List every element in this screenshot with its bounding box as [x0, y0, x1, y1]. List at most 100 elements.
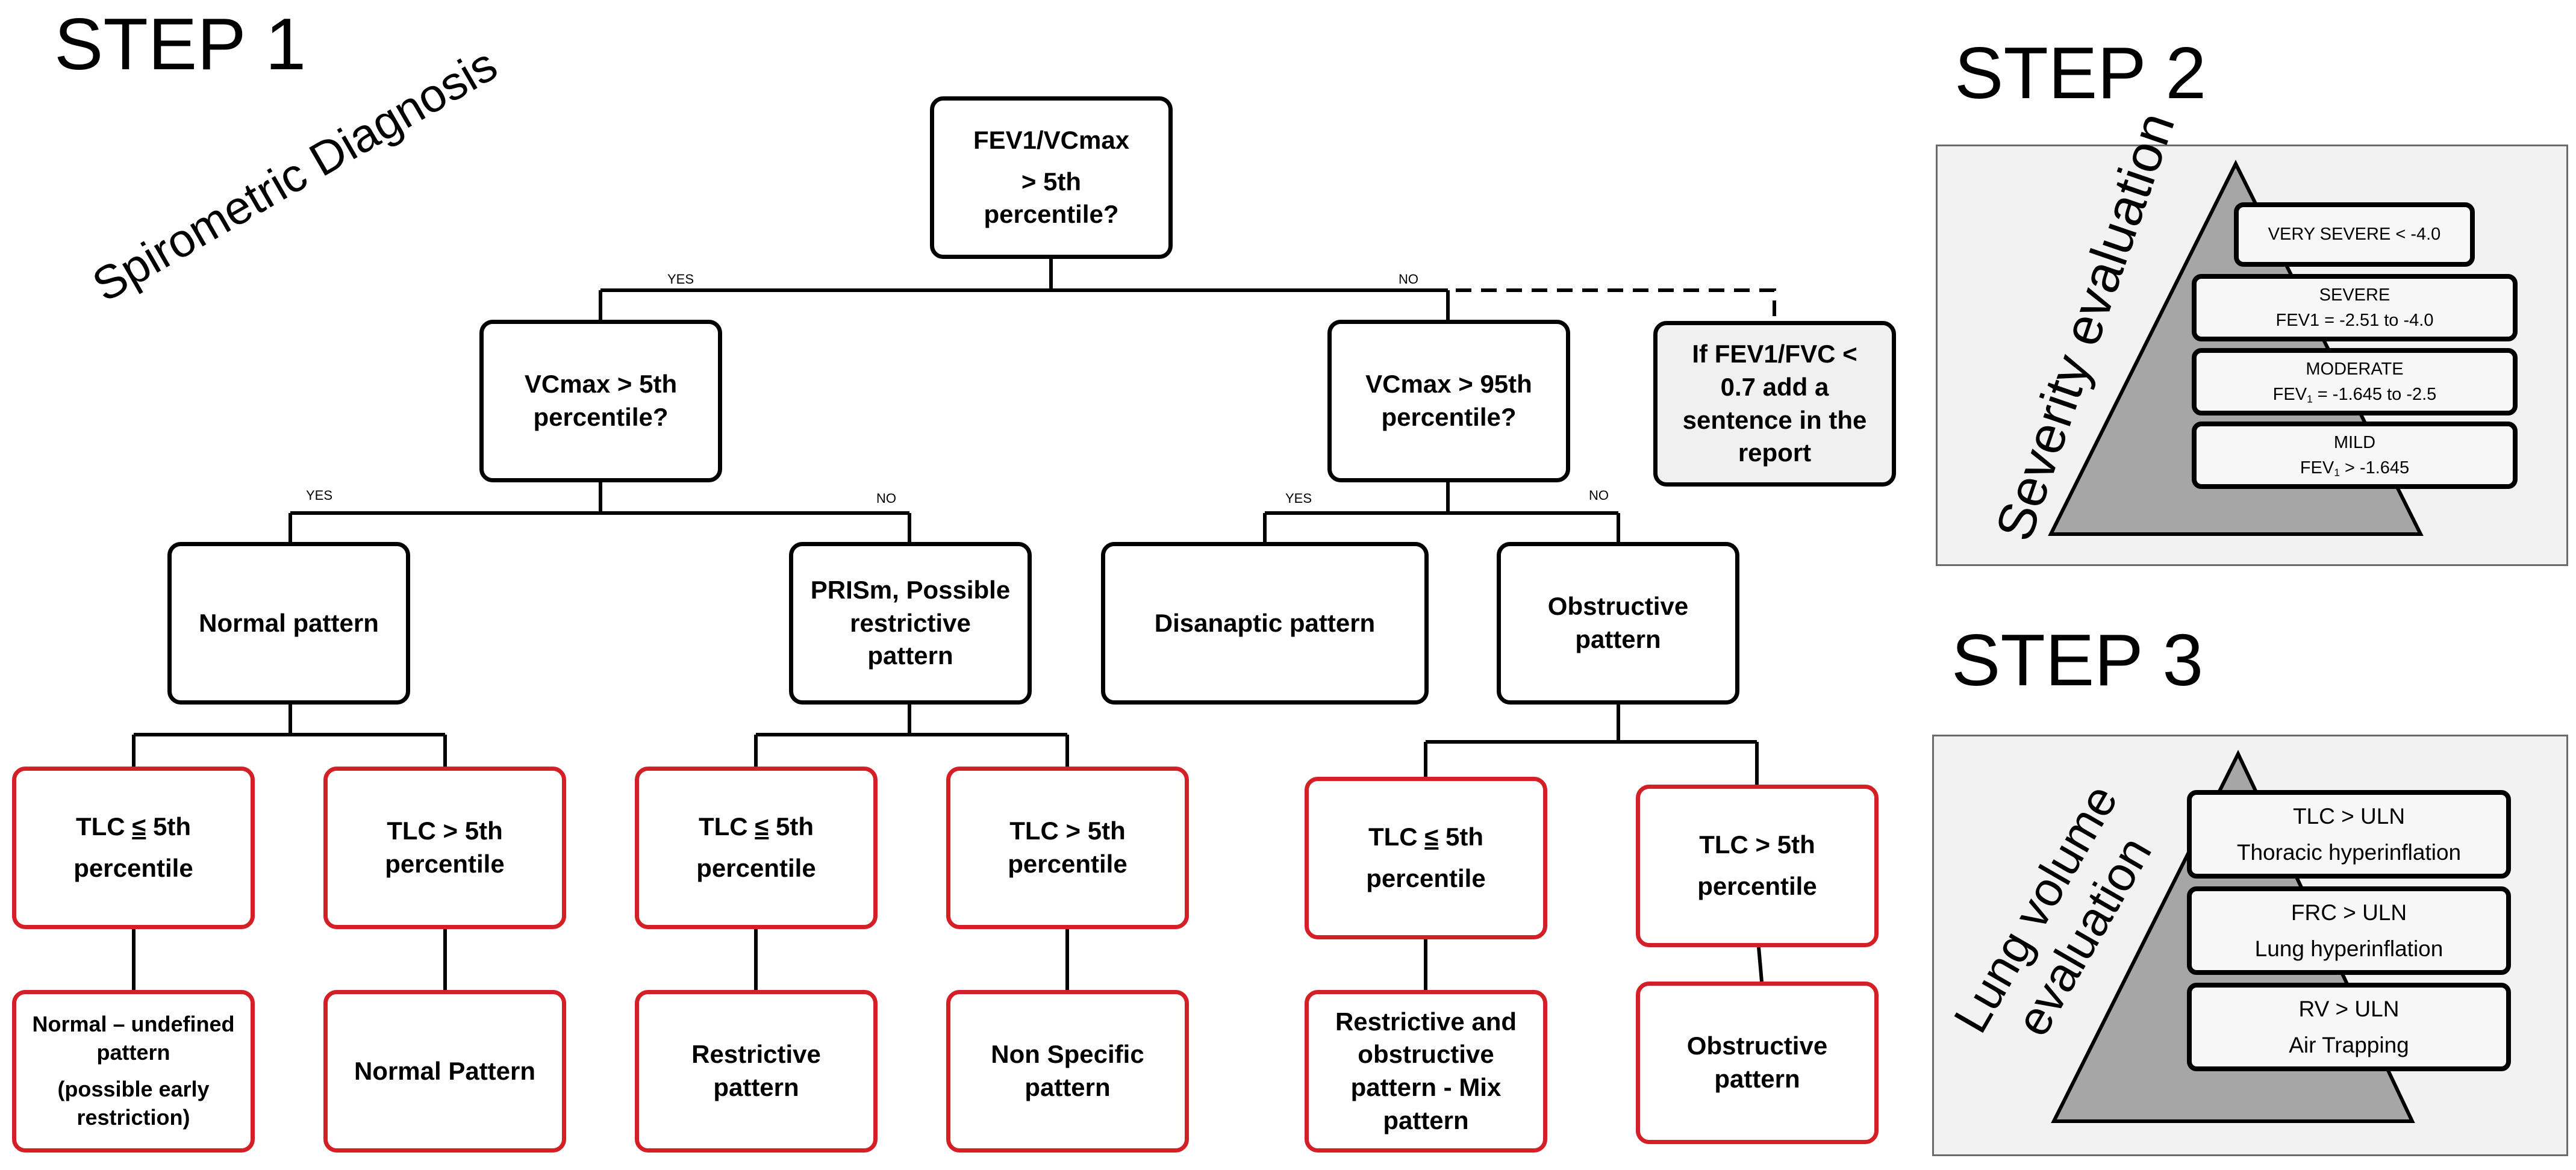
tlc-gt-line2: percentile: [1697, 872, 1817, 900]
severity-level-range: FEV1 > -1.645: [2300, 455, 2409, 481]
vc95-line1: VCmax > 95th: [1365, 370, 1532, 399]
tlc-gt-line1: TLC > 5th: [1699, 830, 1815, 859]
vc5-line2: percentile?: [533, 403, 669, 431]
disanaptic-label: Disanaptic pattern: [1154, 608, 1376, 637]
tlc-gt-line2: percentile: [1008, 850, 1127, 878]
severity-level-name: SEVERE: [2319, 285, 2390, 305]
prism-line3: pattern: [867, 641, 953, 670]
obstructive-outcome-box: Obstructive pattern: [1636, 982, 1879, 1144]
note-line3: sentence in the: [1682, 405, 1867, 434]
tlc-prefix: TLC: [698, 812, 755, 841]
tlc-le-line2: percentile: [696, 854, 816, 882]
root-line1: FEV1/VCmax: [973, 126, 1130, 155]
outcome-line2: pattern: [1024, 1073, 1111, 1101]
note-line1: If FEV1/FVC <: [1692, 340, 1857, 369]
outcome-line1: Normal – undefined: [32, 1012, 235, 1037]
lung-volume-item-desc: Air Trapping: [2289, 1032, 2409, 1057]
range-suffix: > -1.645: [2339, 458, 2410, 478]
prism-line1: PRISm, Possible: [810, 576, 1011, 605]
tlc-gt-line1: TLC > 5th: [387, 817, 503, 845]
outcome-line2: pattern: [96, 1040, 170, 1065]
severity-level-severe: SEVERE FEV1 = -2.51 to -4.0: [2192, 274, 2518, 341]
tlc-le-5th-box-b: TLC ≤ 5th percentile: [635, 767, 878, 929]
root-question-box: FEV1/VCmax > 5th percentile?: [930, 96, 1173, 259]
outcome-line2: pattern: [1714, 1065, 1800, 1093]
tlc-gt-line1: TLC > 5th: [1009, 817, 1126, 845]
le-symbol: ≤: [1424, 823, 1439, 851]
root-no-label: NO: [1399, 272, 1418, 287]
prism-line2: restrictive: [850, 608, 971, 637]
root-line3: percentile?: [984, 200, 1119, 229]
tlc-suffix: 5th: [769, 812, 814, 841]
tlc-suffix: 5th: [1438, 823, 1484, 851]
severity-level-name: MODERATE: [2306, 359, 2404, 379]
severity-level-moderate: MODERATE FEV1 = -1.645 to -2.5: [2192, 348, 2518, 415]
obstructive-box: Obstructive pattern: [1497, 542, 1739, 705]
prism-box: PRISm, Possible restrictive pattern: [789, 542, 1032, 705]
tlc-gt-line2: percentile: [385, 850, 505, 878]
lung-volume-item-rv: RV > ULN Air Trapping: [2187, 983, 2511, 1071]
disanaptic-box: Disanaptic pattern: [1101, 542, 1429, 705]
normal-pattern-label: Normal pattern: [199, 608, 379, 637]
lung-volume-item-frc: FRC > ULN Lung hyperinflation: [2187, 886, 2511, 975]
severity-level-range: FEV1 = -2.51 to -4.0: [2275, 311, 2434, 330]
tlc-le-line1: TLC ≤ 5th: [1368, 821, 1483, 854]
tlc-prefix: TLC: [1368, 823, 1425, 851]
range-prefix: FEV: [2300, 458, 2334, 478]
tlc-le-line2: percentile: [1366, 864, 1486, 892]
obstructive-line1: Obstructive: [1547, 592, 1689, 621]
tlc-le-line2: percentile: [73, 854, 193, 882]
range-suffix: = -1.645 to -2.5: [2312, 385, 2437, 404]
vc95-yes-label: YES: [1285, 491, 1312, 506]
vc5-yes-label: YES: [306, 488, 333, 503]
le-symbol: ≤: [755, 812, 769, 841]
le-symbol: ≤: [132, 812, 146, 841]
outcome-line1: Obstructive: [1686, 1032, 1828, 1060]
severity-level-mild: MILD FEV1 > -1.645: [2192, 422, 2518, 489]
vc5-question-box: VCmax > 5th percentile?: [479, 320, 722, 482]
nonspecific-outcome-box: Non Specific pattern: [946, 990, 1189, 1153]
vc5-no-label: NO: [876, 491, 896, 506]
lung-volume-item-name: FRC > ULN: [2291, 900, 2407, 926]
tlc-prefix: TLC: [75, 812, 133, 841]
lung-volume-item-name: RV > ULN: [2298, 997, 2400, 1022]
outcome-label: Normal Pattern: [354, 1056, 536, 1085]
vc5-line1: VCmax > 5th: [524, 370, 678, 399]
normal-pattern-box: Normal pattern: [167, 542, 410, 705]
step1-title: STEP 1: [54, 3, 307, 85]
tlc-le-line1: TLC ≤ 5th: [76, 811, 191, 844]
severity-level-name: VERY SEVERE < -4.0: [2268, 225, 2441, 244]
range-prefix: FEV: [2272, 385, 2307, 404]
tlc-le-line1: TLC ≤ 5th: [699, 811, 814, 844]
outcome-line2: obstructive: [1358, 1040, 1494, 1069]
note-line4: report: [1738, 438, 1812, 467]
vc95-no-label: NO: [1589, 488, 1609, 503]
lung-volume-item-tlc: TLC > ULN Thoracic hyperinflation: [2187, 790, 2511, 879]
mix-outcome-box: Restrictive and obstructive pattern - Mi…: [1305, 990, 1547, 1153]
restrictive-outcome-box: Restrictive pattern: [635, 990, 878, 1153]
outcome-line1: Restrictive and: [1335, 1007, 1517, 1036]
lung-volume-item-desc: Lung hyperinflation: [2254, 936, 2443, 961]
tlc-gt-5th-box-c: TLC > 5th percentile: [1636, 785, 1879, 947]
tlc-le-5th-box-a: TLC ≤ 5th percentile: [12, 767, 255, 929]
tlc-le-5th-box-c: TLC ≤ 5th percentile: [1305, 777, 1547, 939]
outcome-line1: Non Specific: [991, 1040, 1144, 1069]
outcome-line4: restriction): [76, 1104, 190, 1130]
outcome-line1: Restrictive: [691, 1040, 821, 1069]
outcome-line3: pattern - Mix: [1350, 1073, 1502, 1101]
vc95-question-box: VCmax > 95th percentile?: [1327, 320, 1570, 482]
step3-title: STEP 3: [1951, 619, 2204, 701]
root-yes-label: YES: [667, 272, 694, 287]
root-line2: > 5th: [1021, 167, 1082, 196]
severity-level-name: MILD: [2333, 432, 2376, 452]
range-sub: 1: [2334, 466, 2340, 479]
obstructive-line2: pattern: [1575, 625, 1661, 653]
severity-level-range: FEV1 = -1.645 to -2.5: [2273, 382, 2437, 407]
outcome-line3: (possible early: [57, 1077, 210, 1101]
outcome-line2: pattern: [713, 1073, 799, 1101]
normal-undefined-outcome-box: Normal – undefined pattern (possible ear…: [12, 990, 255, 1153]
lung-volume-item-desc: Thoracic hyperinflation: [2236, 839, 2462, 865]
tlc-gt-5th-box-a: TLC > 5th percentile: [323, 767, 566, 929]
tlc-gt-5th-box-b: TLC > 5th percentile: [946, 767, 1189, 929]
